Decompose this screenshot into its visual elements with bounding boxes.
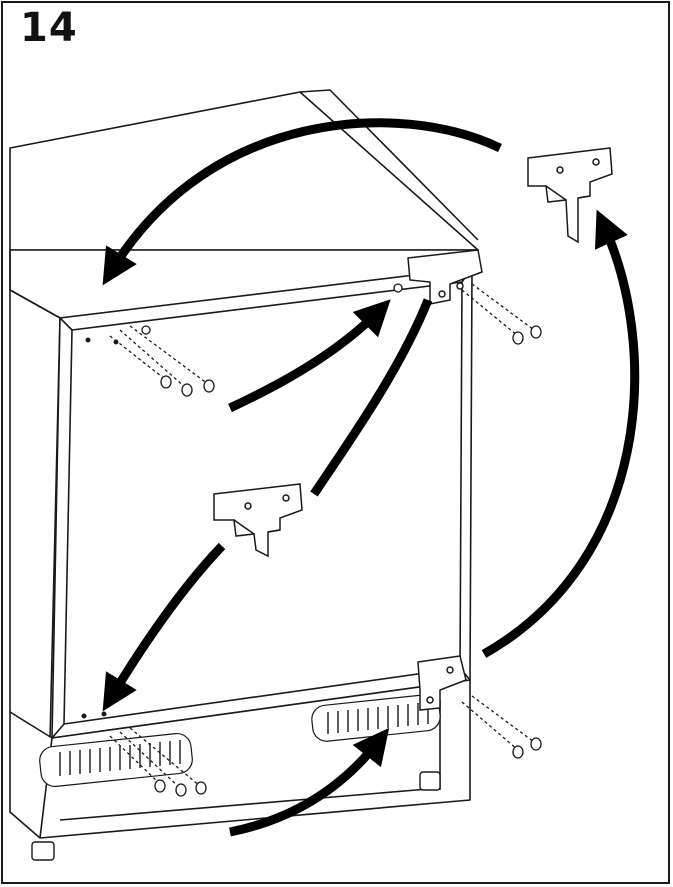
step-number: 14 [20,5,78,51]
arrow-right-sweep [481,209,640,658]
base-lower-line [59,787,441,821]
movement-arrows [102,118,640,837]
arrow-bottom-curve [229,727,390,837]
screw-set-top-left [160,375,215,397]
cabinet-top [9,91,479,251]
foot-left [31,841,55,861]
screw-set-bottom-left [154,779,207,797]
grille-left-ribs [59,740,181,776]
screw-set-bottom-right [512,737,542,759]
bottom-hinge-bracket [417,655,467,711]
grille-left [39,732,193,788]
foot-right [419,771,441,791]
center-hinge-bracket [213,483,303,558]
screw-set-top-right [512,325,542,345]
screws [81,283,542,797]
mounting-holes [81,283,403,719]
loose-hinge-bracket [527,147,613,244]
arrow-top-sweep [102,118,502,286]
grille-right-ribs [327,702,429,734]
cabinet-top-rim [299,89,479,241]
ventilation-grille [39,694,441,788]
cabinet-left-side [9,249,61,741]
arrow-top-left-curve [228,299,391,413]
arrow-center-upper [310,298,433,497]
arrow-center-lower [102,542,226,712]
top-hinge-bracket [407,249,483,305]
adjustable-feet [31,771,441,861]
